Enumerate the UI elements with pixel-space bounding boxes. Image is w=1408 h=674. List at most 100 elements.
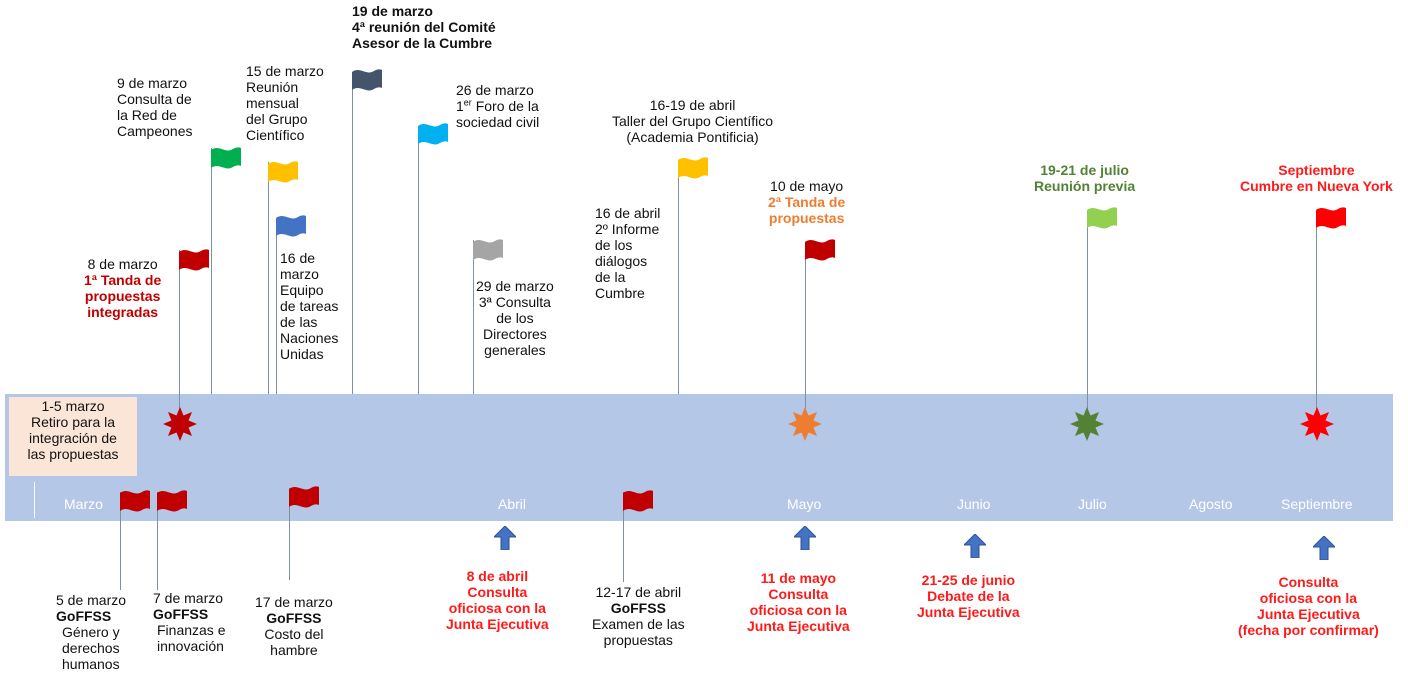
event-text: hambre: [270, 642, 318, 658]
event-text: Campeones: [117, 123, 193, 139]
flag-icon: [157, 490, 187, 512]
up-arrow-icon: [794, 526, 816, 550]
event-title: Asesor de la Cumbre: [352, 35, 493, 51]
event-text: innovación: [157, 638, 224, 654]
flag-pole: [276, 218, 277, 394]
event-date: 10 de mayo: [770, 178, 844, 194]
event-16-marzo: 16 de marzo Equipo de tareas de las Naci…: [280, 250, 338, 362]
event-text: Taller del Grupo Científico: [612, 113, 774, 129]
event-text: diálogos: [595, 253, 648, 269]
event-text: Cumbre: [595, 285, 645, 301]
event-title: propuestas: [768, 210, 845, 226]
event-29-marzo: 29 de marzo 3ª Consulta de los Directore…: [476, 278, 554, 358]
flag-pole: [678, 160, 679, 394]
flag-icon: [623, 490, 653, 512]
month-label-marzo: Marzo: [64, 496, 103, 512]
board-8-abril: 8 de abril Consulta oficiosa con la Junt…: [446, 568, 549, 632]
event-title: propuestas: [84, 288, 161, 304]
event-title: Junta Ejecutiva: [917, 604, 1020, 620]
event-15-marzo: 15 de marzo Reunión mensual del Grupo Ci…: [246, 63, 324, 143]
flag-icon: [1316, 207, 1346, 229]
event-text: de los: [496, 310, 534, 326]
goffss-5-marzo: 5 de marzo GoFFSS Género y derechos huma…: [56, 592, 126, 672]
star-icon: [788, 407, 822, 441]
retreat-line: las propuestas: [27, 446, 119, 462]
flag-icon: [276, 215, 306, 237]
flag-pole: [1316, 210, 1317, 424]
retreat-line: integración de: [29, 430, 117, 446]
event-title: Reunión previa: [1034, 178, 1136, 194]
event-date: 9 de marzo: [117, 75, 188, 91]
event-10-mayo: 10 de mayo 2ª Tanda de propuestas: [768, 178, 845, 226]
flag-pole: [352, 72, 353, 394]
month-label-junio: Junio: [957, 496, 991, 512]
event-title: GoFFSS: [153, 606, 209, 622]
flag-pole: [289, 488, 290, 580]
event-text: Reunión: [246, 79, 299, 95]
goffss-7-marzo: 7 de marzo GoFFSS Finanzas e innovación: [153, 590, 225, 654]
retreat-box: 1-5 marzo Retiro para la integración de …: [9, 397, 137, 476]
flag-pole: [179, 250, 180, 424]
event-date: 8 de marzo: [87, 256, 158, 272]
event-text: Examen de las: [592, 616, 685, 632]
event-text: sociedad civil: [456, 114, 540, 130]
month-label-julio: Julio: [1078, 496, 1107, 512]
star-icon: [163, 407, 197, 441]
event-text: Equipo: [280, 282, 324, 298]
event-16-abril: 16 de abril 2º Informe de los diálogos d…: [595, 205, 660, 301]
event-9-marzo: 9 de marzo Consulta de la Red de Campeon…: [117, 75, 193, 139]
flag-icon: [1087, 207, 1117, 229]
flag-pole: [268, 162, 269, 394]
event-text: 2º Informe: [595, 221, 660, 237]
flag-icon: [805, 239, 835, 261]
event-date: 17 de marzo: [255, 594, 333, 610]
event-text: propuestas: [603, 632, 673, 648]
event-19-marzo: 19 de marzo 4ª reunión del Comité Asesor…: [352, 3, 496, 51]
event-8-marzo: 8 de marzo 1ª Tanda de propuestas integr…: [84, 256, 161, 320]
event-text: de los: [595, 237, 633, 253]
month-label-mayo: Mayo: [787, 496, 822, 512]
flag-icon: [268, 161, 298, 183]
month-label-septiembre: Septiembre: [1281, 496, 1353, 512]
event-text: del Grupo: [246, 111, 308, 127]
flag-pole: [805, 242, 806, 424]
event-date: 19 de marzo: [352, 3, 433, 19]
event-16-19-abril: 16-19 de abril Taller del Grupo Científi…: [612, 97, 773, 145]
event-text: de la: [595, 269, 626, 285]
event-date: 29 de marzo: [476, 278, 554, 294]
event-title: oficiosa con la: [448, 600, 546, 616]
event-text: de las: [280, 314, 318, 330]
flag-icon: [289, 486, 319, 508]
event-text: Naciones: [280, 330, 339, 346]
event-date: Septiembre: [1278, 162, 1355, 178]
event-title: Consulta: [467, 584, 528, 600]
event-title: GoFFSS: [266, 610, 322, 626]
flag-pole: [120, 492, 121, 590]
event-title: Consulta: [768, 586, 829, 602]
up-arrow-icon: [1313, 536, 1335, 560]
event-text: Directores: [483, 326, 547, 342]
flag-pole: [473, 240, 474, 394]
event-text: derechos: [62, 640, 120, 656]
event-date: 12-17 de abril: [595, 584, 682, 600]
event-text: Científico: [246, 127, 305, 143]
event-title: oficiosa con la: [749, 602, 847, 618]
event-text: 1er Foro de la: [456, 97, 539, 114]
event-text: la Red de: [117, 107, 177, 123]
event-date: 7 de marzo: [153, 590, 224, 606]
event-date: 21-25 de junio: [921, 572, 1016, 588]
event-title: Junta Ejecutiva: [446, 616, 549, 632]
event-26-marzo: 26 de marzo 1er Foro de la sociedad civi…: [456, 82, 539, 130]
star-icon: [1300, 407, 1334, 441]
event-date: marzo: [280, 266, 319, 282]
event-19-21-julio: 19-21 de julio Reunión previa: [1034, 162, 1135, 194]
timeline-band: [5, 394, 1393, 521]
event-date: 15 de marzo: [246, 63, 324, 79]
event-title: Cumbre en Nueva York: [1240, 178, 1393, 194]
month-label-abril: Abril: [498, 496, 527, 512]
event-text: humanos: [62, 656, 120, 672]
board-septiembre: Consulta oficiosa con la Junta Ejecutiva…: [1238, 574, 1379, 638]
event-title: (fecha por confirmar): [1238, 622, 1379, 638]
event-text: de tareas: [280, 298, 339, 314]
flag-pole: [1087, 210, 1088, 424]
